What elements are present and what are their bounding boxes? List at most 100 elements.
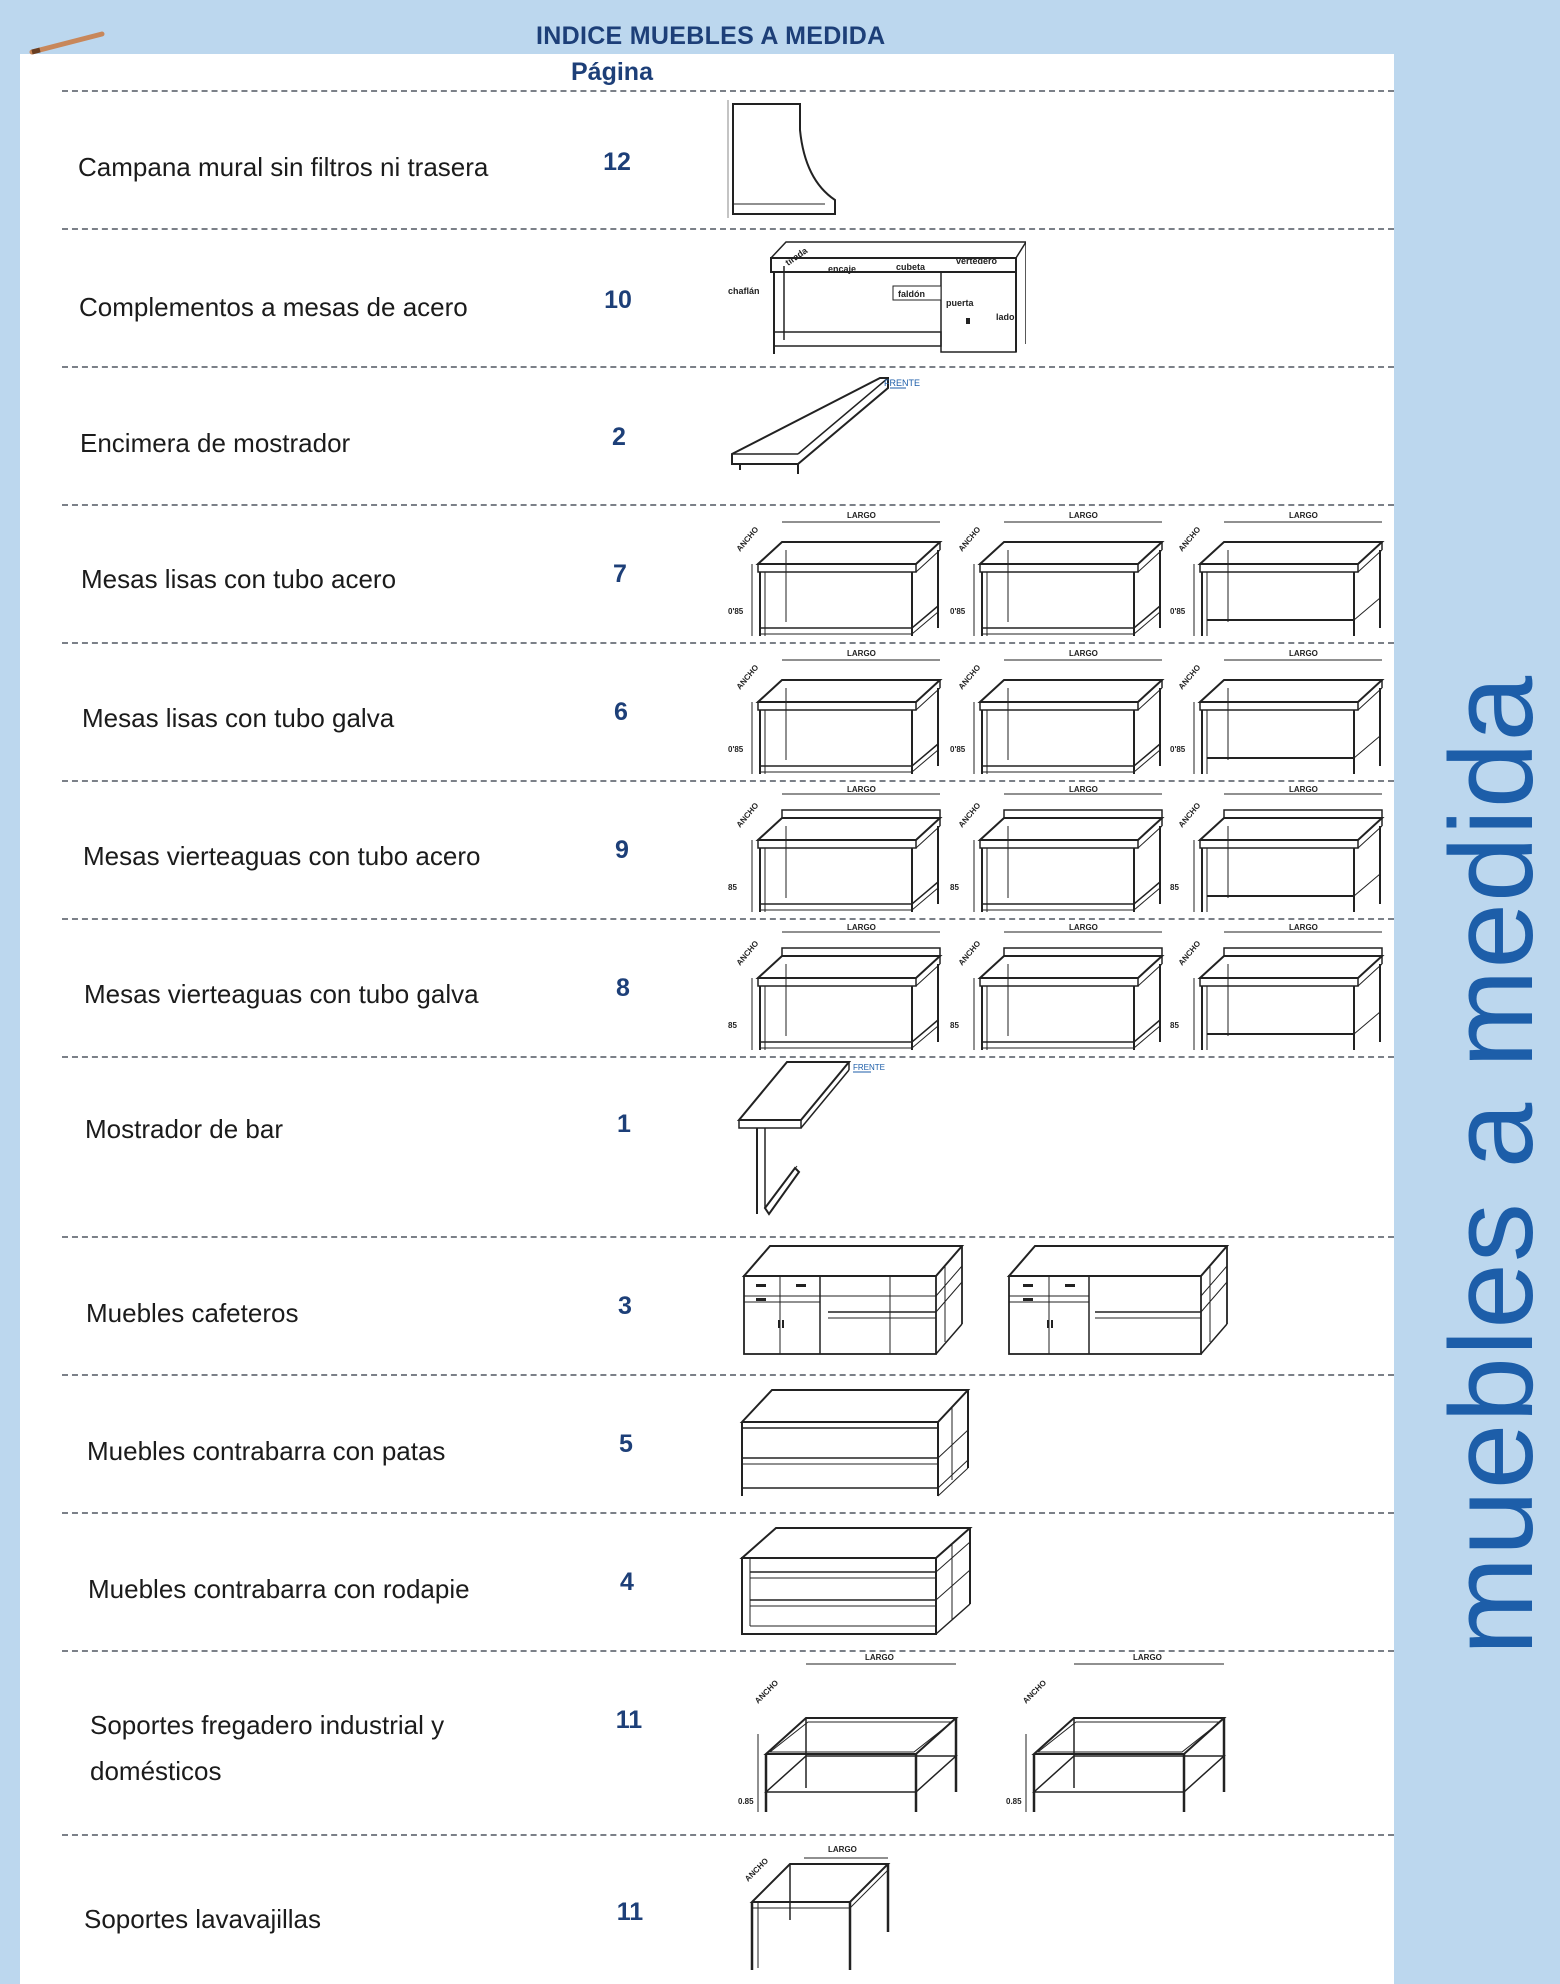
label-ancho: ANCHO xyxy=(1177,663,1203,691)
entry-name: Mesas lisas con tubo acero xyxy=(81,564,397,594)
label-largo: LARGO xyxy=(1289,649,1318,658)
coffee-cabinet-illustration xyxy=(741,1245,965,1355)
divider xyxy=(62,1834,1394,1836)
entry-name: Mesas vierteaguas con tubo acero xyxy=(83,841,481,871)
pencil-icon xyxy=(29,31,105,55)
entry-name: Soportes lavavajillas xyxy=(84,1904,322,1934)
table-illustration: LARGO ANCHO 85 xyxy=(950,924,1165,1050)
list-item[interactable]: Soportes lavavajillas 11 LARGO ANCHO xyxy=(0,1834,1394,1984)
label-ancho: ANCHO xyxy=(753,1678,780,1705)
entry-name: Mesas vierteaguas con tubo galva xyxy=(84,979,479,1009)
list-item[interactable]: Mostrador de bar 1 FRENTE xyxy=(0,1056,1394,1238)
entry-page: 11 xyxy=(616,1898,644,1926)
label-largo: LARGO xyxy=(1069,649,1098,658)
divider xyxy=(62,1236,1394,1238)
entry-name: Muebles contrabarra con rodapie xyxy=(88,1574,470,1604)
label-frente: FRENTE xyxy=(853,1063,885,1072)
label-ancho: ANCHO xyxy=(735,801,761,829)
label-largo: LARGO xyxy=(865,1653,894,1662)
label-tirada: tirada xyxy=(783,245,810,268)
entry-page: 9 xyxy=(615,836,629,864)
label-largo: LARGO xyxy=(1069,511,1098,520)
label-height: 0.85 xyxy=(1006,1797,1022,1806)
entry-name: Mostrador de bar xyxy=(85,1114,283,1144)
list-item[interactable]: Encimera de mostrador 2 FRENTE xyxy=(0,366,1394,506)
list-item[interactable]: Campana mural sin filtros ni trasera 12 xyxy=(0,90,1394,230)
entry-page: 1 xyxy=(617,1110,631,1138)
entry-name-line1: Soportes fregadero industrial y xyxy=(90,1710,445,1740)
list-item[interactable]: Mesas vierteaguas con tubo galva 8 LARGO… xyxy=(0,918,1394,1058)
label-largo: LARGO xyxy=(847,649,876,658)
label-height: 0.85 xyxy=(738,1797,754,1806)
label-largo: LARGO xyxy=(1069,786,1098,794)
label-ancho: ANCHO xyxy=(957,801,983,829)
bar-counter-illustration: FRENTE xyxy=(736,1061,885,1216)
label-largo: LARGO xyxy=(1289,511,1318,520)
back-bar-legs-illustration xyxy=(739,1389,971,1497)
list-item[interactable]: Mesas vierteaguas con tubo acero 9 LARGO… xyxy=(0,780,1394,920)
label-height: 0'85 xyxy=(950,607,966,616)
label-height: 85 xyxy=(728,1021,737,1030)
label-puerta: puerta xyxy=(946,298,975,308)
entry-name: Soportes fregadero industrial y doméstic… xyxy=(90,1702,530,1794)
label-largo: LARGO xyxy=(1289,786,1318,794)
page-title: INDICE MUEBLES A MEDIDA xyxy=(536,22,886,50)
label-height: 85 xyxy=(950,1021,959,1030)
label-frente: FRENTE xyxy=(884,378,920,388)
divider xyxy=(62,1374,1394,1376)
label-height: 85 xyxy=(728,883,737,892)
entry-page: 12 xyxy=(603,148,631,176)
label-largo: LARGO xyxy=(828,1845,857,1854)
table-accessories-illustration: chaflán tirada encaje cubeta vertedero f… xyxy=(728,241,1026,354)
list-item[interactable]: Muebles contrabarra con patas 5 xyxy=(0,1374,1394,1514)
hood-illustration xyxy=(727,100,836,218)
entry-page: 4 xyxy=(620,1568,634,1596)
list-item[interactable]: Complementos a mesas de acero 10 chaflán… xyxy=(0,228,1394,368)
sink-support-illustration: LARGO ANCHO 0.85 xyxy=(738,1653,959,1812)
label-height: 0'85 xyxy=(1170,607,1186,616)
divider xyxy=(62,918,1394,920)
white-sheet xyxy=(20,54,1394,1984)
label-largo: LARGO xyxy=(1133,1653,1162,1662)
list-item[interactable]: Muebles contrabarra con rodapie 4 xyxy=(0,1512,1394,1652)
label-lado: lado xyxy=(996,312,1015,322)
label-height: 0'85 xyxy=(1170,745,1186,754)
label-largo: LARGO xyxy=(1069,924,1098,932)
divider xyxy=(62,642,1394,644)
list-item[interactable]: Muebles cafeteros 3 xyxy=(0,1236,1394,1376)
label-cubeta: cubeta xyxy=(896,262,926,272)
entry-page: 10 xyxy=(604,286,632,314)
label-ancho: ANCHO xyxy=(735,663,761,691)
label-height: 0'85 xyxy=(728,607,744,616)
label-largo: LARGO xyxy=(1289,924,1318,932)
label-ancho: ANCHO xyxy=(1021,1678,1048,1705)
divider xyxy=(62,1056,1394,1058)
label-ancho: ANCHO xyxy=(957,939,983,967)
entry-page: 11 xyxy=(615,1706,643,1734)
entry-name: Mesas lisas con tubo galva xyxy=(82,703,395,733)
entry-name-line2: domésticos xyxy=(90,1756,222,1786)
label-ancho: ANCHO xyxy=(1177,801,1203,829)
label-height: 0'85 xyxy=(950,745,966,754)
counter-top-illustration: FRENTE xyxy=(731,377,920,474)
entry-page: 3 xyxy=(618,1292,632,1320)
dishwasher-support-illustration: LARGO ANCHO xyxy=(743,1845,891,1970)
list-item[interactable]: Soportes fregadero industrial y doméstic… xyxy=(0,1650,1394,1836)
